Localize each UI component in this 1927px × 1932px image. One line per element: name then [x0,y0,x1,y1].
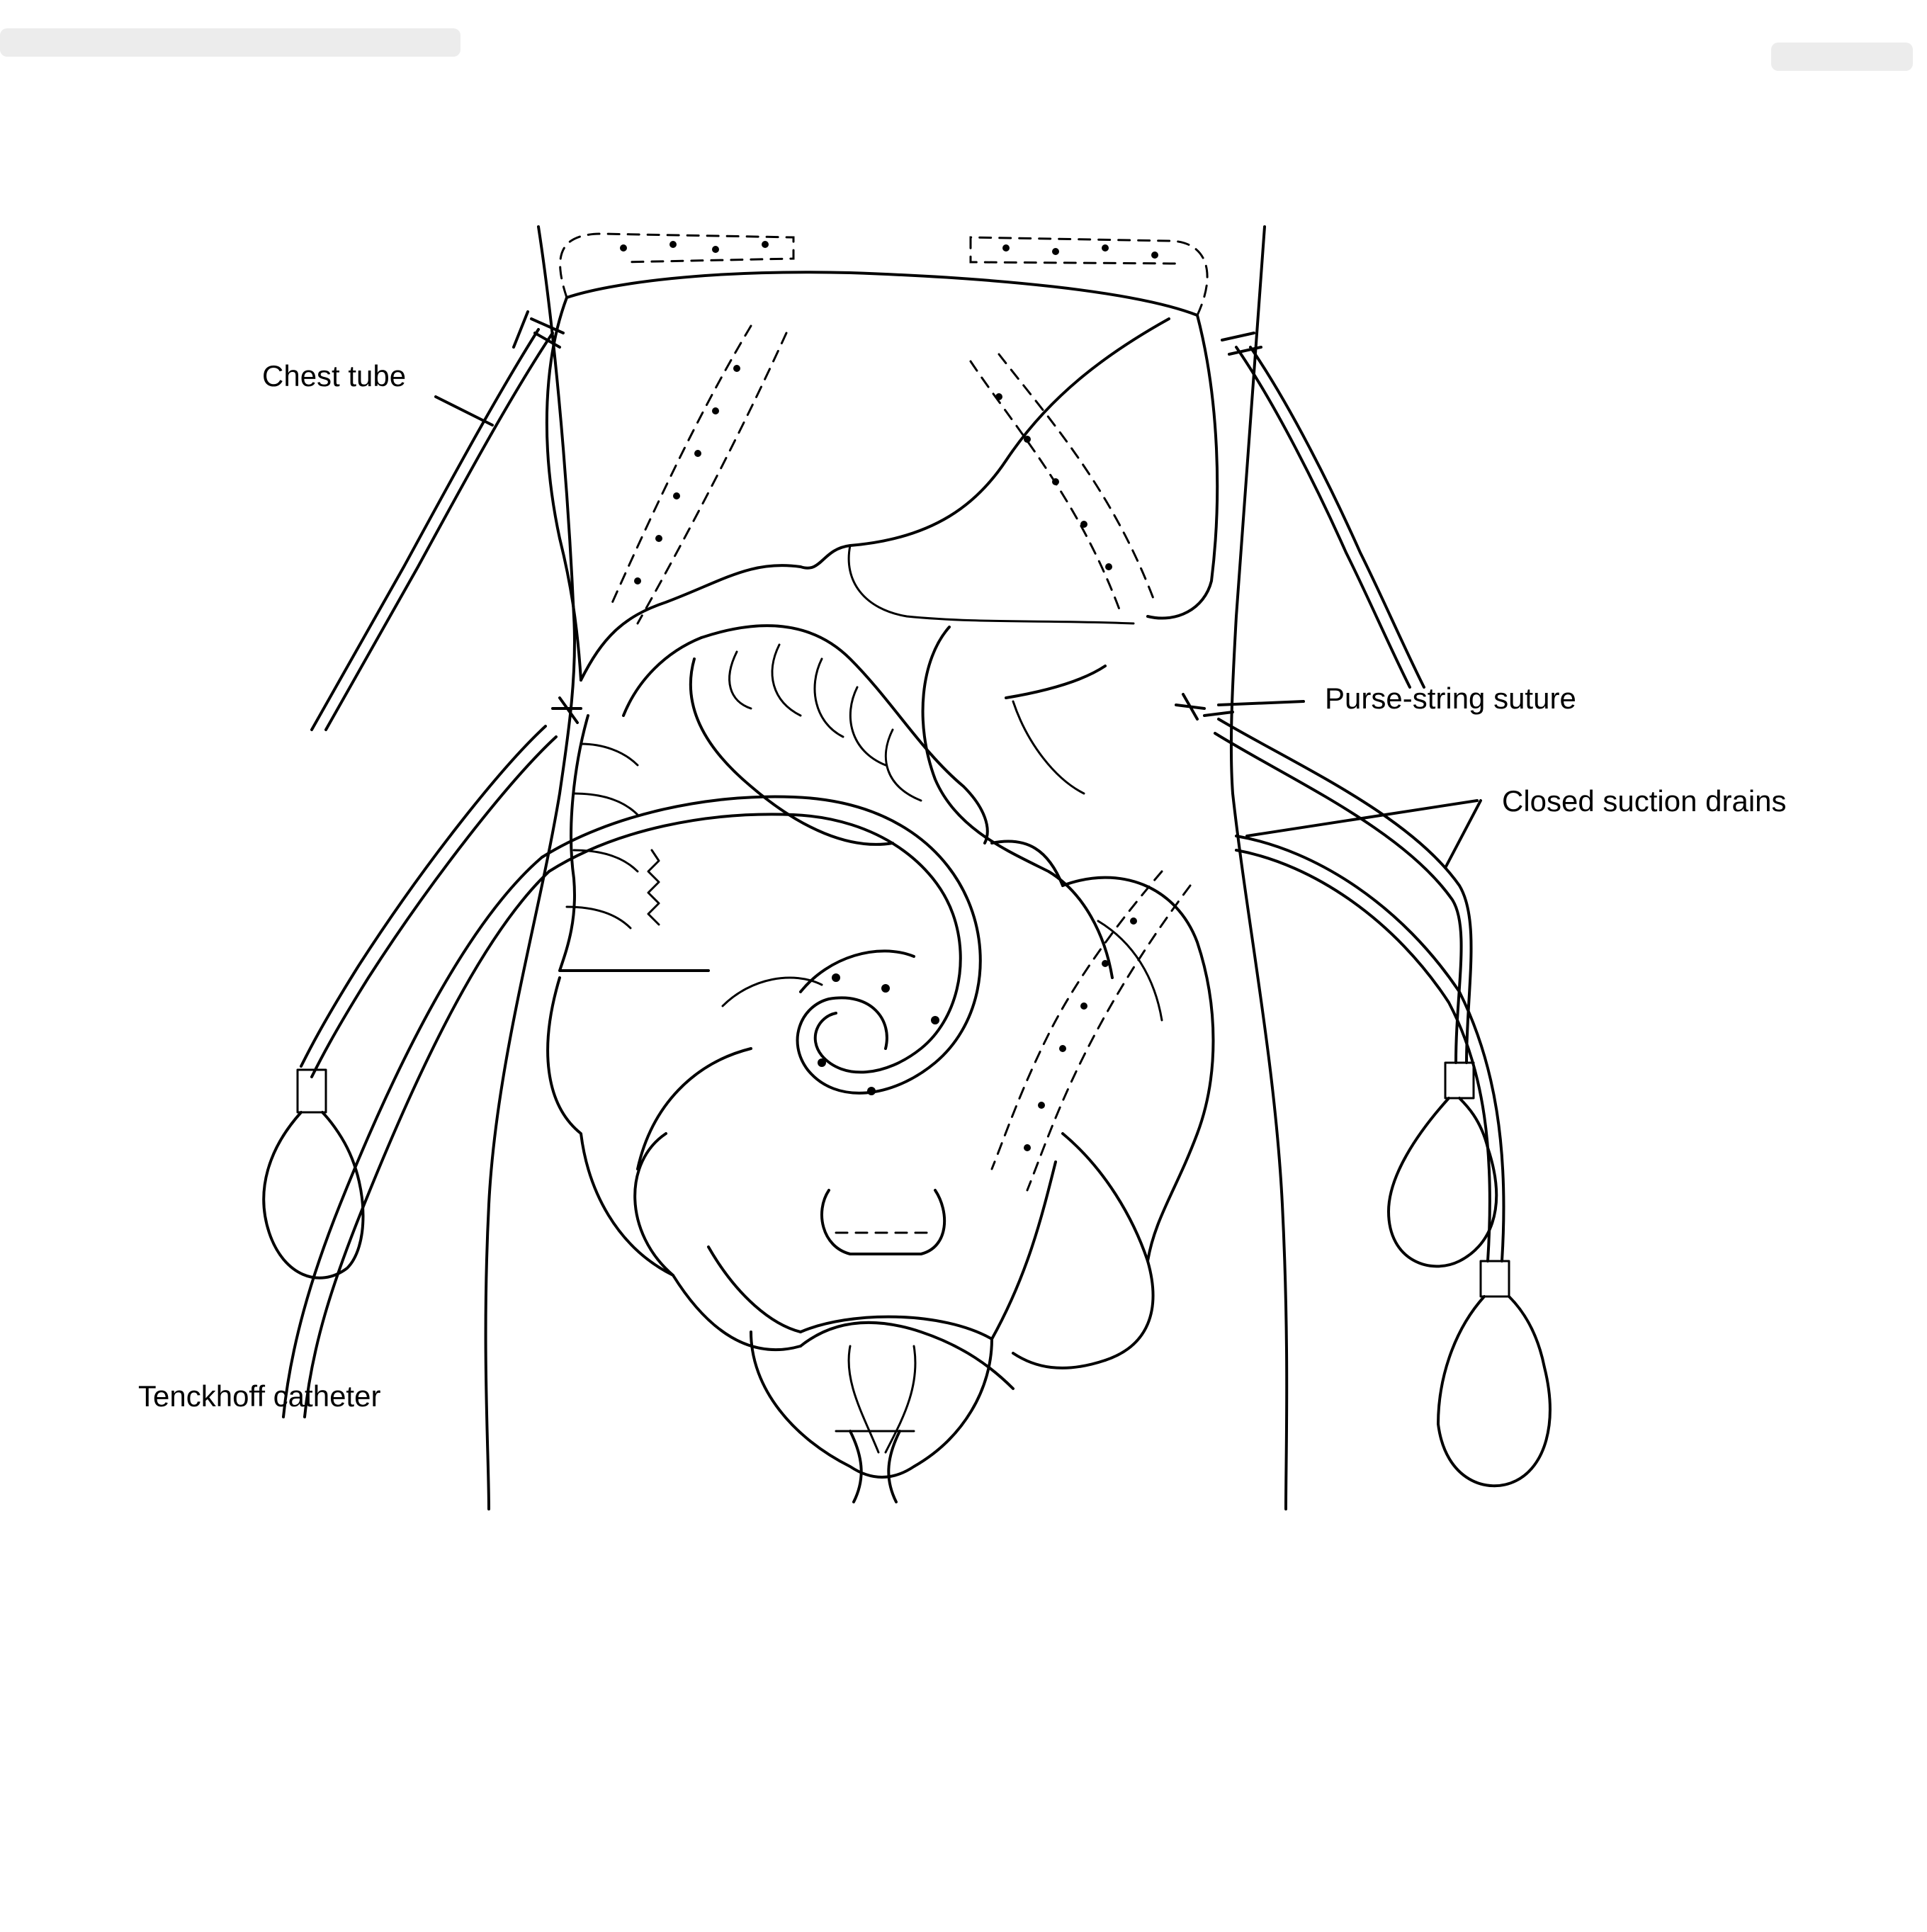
bladder [707,1160,1057,1479]
tenckhoff-catheter [282,795,982,1418]
closed-suction-drain-upper [1214,718,1473,1064]
chest-tube-right [1221,332,1425,689]
lower-midline [835,1430,915,1503]
header-smudge [0,28,1913,71]
torso-outline [484,225,1289,1510]
resected-bowel-end [647,849,660,926]
suction-bulb-right-lower [1437,1260,1552,1488]
closed-suction-drain-lower [1235,835,1505,1262]
label-purse-string-suture: Purse-string suture [1325,682,1576,715]
ascending-colon [558,636,710,972]
leader-lines [434,395,1482,869]
subphrenic-packs [559,232,1209,317]
liver [545,271,1219,682]
suction-bulb-left [262,1068,365,1279]
label-tenckhoff-catheter: Tenckhoff catheter [138,1379,380,1413]
suction-bulb-right-upper [1387,1061,1498,1268]
liver-packing-right [969,353,1156,611]
closed-suction-drain-left [300,725,558,1078]
purse-string-suture-marks [551,693,1234,724]
lower-right-packing [990,870,1192,1192]
transverse-colon [689,624,989,846]
small-bowel [546,840,1215,1390]
label-closed-suction-drains: Closed suction drains [1502,784,1787,818]
chest-tube-left [310,310,565,731]
liver-packing-left [608,324,788,625]
stomach [921,626,1114,979]
rectal-stump [820,1189,946,1255]
label-chest-tube: Chest tube [262,359,406,392]
